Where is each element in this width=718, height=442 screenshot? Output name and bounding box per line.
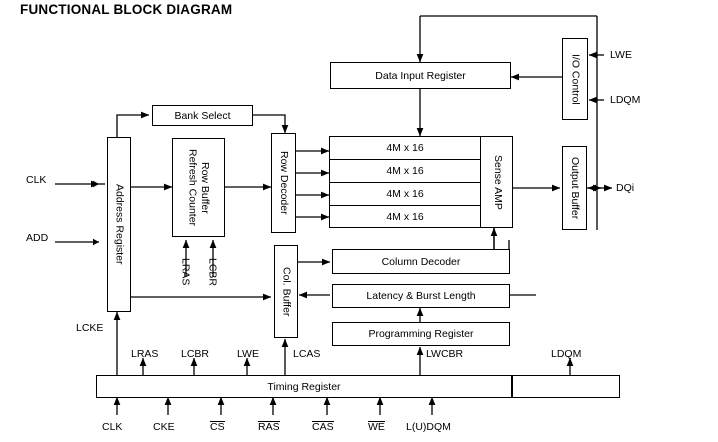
column-decoder-label: Column Decoder xyxy=(381,255,461,268)
wire-add-in xyxy=(55,238,99,246)
block-col-buffer[interactable]: Col. Buffer xyxy=(274,245,298,338)
block-data-input-register[interactable]: Data Input Register xyxy=(330,62,511,89)
memory-bank-row[interactable]: 4M x 16 xyxy=(330,206,480,227)
block-column-decoder[interactable]: Column Decoder xyxy=(332,249,510,274)
block-timing-register[interactable]: Timing Register xyxy=(96,375,512,398)
address-register-label: Address Register xyxy=(113,184,126,265)
page-title: FUNCTIONAL BLOCK DIAGRAM xyxy=(20,2,233,17)
signal-lwe-out: LWE xyxy=(610,49,632,61)
signal-cs-bottom: CS xyxy=(210,421,225,433)
block-programming-register[interactable]: Programming Register xyxy=(332,322,510,346)
signal-clk-bottom: CLK xyxy=(102,421,123,433)
block-row-decoder[interactable]: Row Decoder xyxy=(271,133,296,233)
memory-bank-label: 4M x 16 xyxy=(386,210,424,223)
sense-amp-label: Sense AMP xyxy=(491,154,504,210)
memory-bank-label: 4M x 16 xyxy=(386,142,424,154)
block-output-buffer[interactable]: Output Buffer xyxy=(562,146,587,230)
signal-cke-bottom: CKE xyxy=(153,421,175,433)
block-io-control[interactable]: I/O Control xyxy=(562,38,588,120)
timing-register-extension[interactable] xyxy=(512,375,620,398)
programming-register-label: Programming Register xyxy=(368,328,474,340)
data-input-register-label: Data Input Register xyxy=(375,69,466,82)
memory-bank-row[interactable]: 4M x 16 xyxy=(330,160,480,183)
memory-bank-row[interactable]: 4M x 16 xyxy=(330,183,480,206)
memory-bank-label: 4M x 16 xyxy=(386,188,424,200)
block-latency-burst-length[interactable]: Latency & Burst Length xyxy=(332,284,510,308)
io-control-label: I/O Control xyxy=(569,53,582,105)
signal-ludqm-bottom: L(U)DQM xyxy=(406,421,451,433)
block-bank-select[interactable]: Bank Select xyxy=(152,105,253,126)
signal-ldqm-out: LDQM xyxy=(610,94,641,106)
memory-bank-row[interactable]: 4M x 16 xyxy=(330,137,480,160)
signal-dqi-out: DQi xyxy=(616,182,635,194)
memory-bank-label: 4M x 16 xyxy=(386,165,424,177)
signal-lras-internal: LRAS xyxy=(179,258,192,286)
bank-select-label: Bank Select xyxy=(174,109,231,122)
row-buffer-label: Row Buffer xyxy=(199,161,211,214)
row-decoder-label: Row Decoder xyxy=(277,151,290,215)
output-buffer-label: Output Buffer xyxy=(568,156,581,220)
signal-lcbr-timing: LCBR xyxy=(181,348,210,360)
col-buffer-label: Col. Buffer xyxy=(280,266,293,317)
signal-lwcbr-timing: LWCBR xyxy=(426,348,464,360)
signal-lcke-internal: LCKE xyxy=(76,322,104,334)
timing-register-label: Timing Register xyxy=(267,380,341,393)
block-refresh-counter-row-buffer[interactable]: Refresh Counter Row Buffer xyxy=(172,138,225,237)
wire-clk-in xyxy=(55,180,105,188)
signal-ldqm-timing: LDQM xyxy=(551,348,582,360)
signal-we-bottom: WE xyxy=(368,421,385,433)
signal-clk-in: CLK xyxy=(26,174,47,186)
latency-burst-length-label: Latency & Burst Length xyxy=(366,290,476,302)
signal-add-in: ADD xyxy=(26,232,49,244)
signal-lcas-timing: LCAS xyxy=(293,348,321,360)
signal-lras-timing: LRAS xyxy=(131,348,159,360)
memory-array: 4M x 16 4M x 16 4M x 16 4M x 16 Sense AM… xyxy=(329,136,513,228)
signal-ras-bottom: RAS xyxy=(258,421,280,433)
signal-cas-bottom: CAS xyxy=(312,421,334,433)
signal-lwe-timing: LWE xyxy=(237,348,259,360)
block-address-register[interactable]: Address Register xyxy=(107,137,131,312)
signal-lcbr-internal: LCBR xyxy=(206,258,219,287)
block-sense-amp[interactable]: Sense AMP xyxy=(480,137,514,227)
refresh-counter-label: Refresh Counter xyxy=(186,148,199,227)
